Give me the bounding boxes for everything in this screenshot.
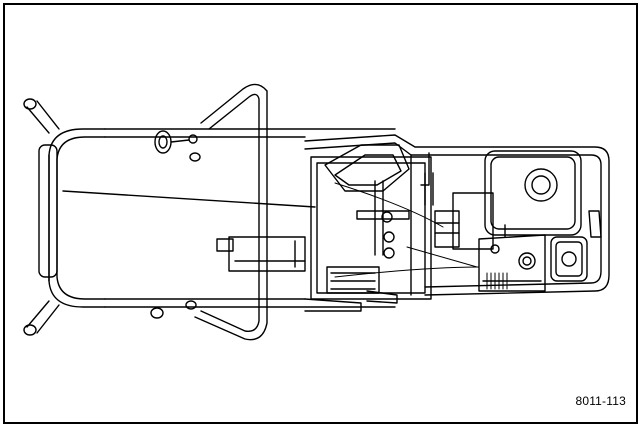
engine: [434, 150, 602, 292]
handlebar-frame: [23, 98, 106, 336]
engine-top-rail: [304, 134, 610, 296]
control-cables: [334, 182, 480, 278]
lever-bracket: [216, 236, 306, 272]
adjustment-knobs: [150, 130, 201, 319]
chassis-plate: [310, 144, 434, 300]
machine-top-view-drawing: [23, 83, 610, 341]
frame-rails: [62, 128, 396, 308]
carry-handle: [194, 83, 268, 341]
figure-id-label: 8011-113: [575, 394, 626, 408]
lower-frame-mount: [304, 290, 398, 312]
figure-frame: 8011-113: [3, 3, 638, 424]
